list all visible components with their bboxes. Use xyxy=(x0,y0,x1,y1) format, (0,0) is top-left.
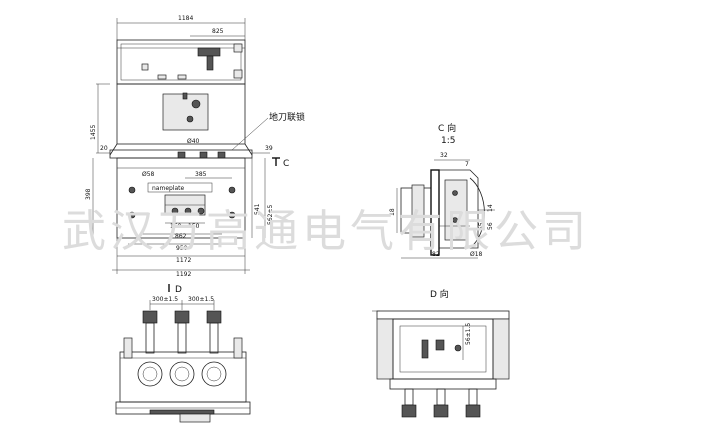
dim-20: 20 xyxy=(100,145,108,152)
dim-1455: 1455 xyxy=(90,125,97,140)
dim-front-left: 300±1.5 xyxy=(152,296,178,303)
dim-c-32: 32 xyxy=(440,152,448,159)
view-d-title: D 向 xyxy=(430,288,449,300)
view-d: D 向 56±1.5 xyxy=(372,288,510,418)
nameplate-text: nameplate xyxy=(152,185,185,192)
dim-825: 825 xyxy=(212,28,224,35)
dim-c-56: 56 xyxy=(487,222,494,230)
dim-398: 398 xyxy=(85,188,92,200)
dim-front-right: 300±1.5 xyxy=(188,296,214,303)
bushing-2 xyxy=(169,310,195,387)
dim-1192: 1192 xyxy=(176,271,191,278)
view-c-title: C 向 xyxy=(438,122,456,134)
view-c-scale: 1:5 xyxy=(441,136,455,146)
dim-c-7: 7 xyxy=(465,161,469,168)
section-marker-d: D xyxy=(175,285,182,295)
top-view: 1184 825 1455 20 39 Ø40 xyxy=(85,15,305,295)
section-marker-c: C xyxy=(283,159,289,169)
callout-ground-interlock: 地刀联锁 xyxy=(269,111,305,123)
terminal-3 xyxy=(465,388,481,418)
dim-c-14: 14 xyxy=(487,204,494,212)
dim-562: 562±5 xyxy=(267,205,274,225)
dim-39: 39 xyxy=(265,145,273,152)
front-view: 300±1.5 300±1.5 xyxy=(115,296,251,423)
dim-150-a: 150 xyxy=(170,223,182,230)
dim-1172: 1172 xyxy=(176,257,191,264)
dim-c-55: 55 xyxy=(478,222,485,230)
terminal-1 xyxy=(401,388,417,418)
dim-950: 950 xyxy=(176,245,188,252)
dim-c-82: 82 xyxy=(432,251,440,258)
dim-c-3: 3 xyxy=(465,221,469,228)
dim-862: 862 xyxy=(175,233,187,240)
bushing-3 xyxy=(201,310,227,387)
dim-385: 385 xyxy=(195,171,207,178)
dim-d-vertical: 56±1.5 xyxy=(465,323,472,345)
dim-c-dia: Ø18 xyxy=(470,251,483,258)
dim-40: Ø40 xyxy=(187,138,200,145)
view-c: C 向 1:5 32 7 3 14 56 55 18 82 Ø18 xyxy=(389,122,495,259)
dim-541: 541 xyxy=(254,203,261,215)
dim-1184: 1184 xyxy=(178,15,193,22)
dim-c-18: 18 xyxy=(389,208,396,216)
dim-150-b: 150 xyxy=(188,223,200,230)
watermark-text: 武汉万高通电气有限公司 xyxy=(62,206,590,257)
terminal-2 xyxy=(433,388,449,418)
dim-58: Ø58 xyxy=(142,171,155,178)
bushing-1 xyxy=(137,310,163,387)
